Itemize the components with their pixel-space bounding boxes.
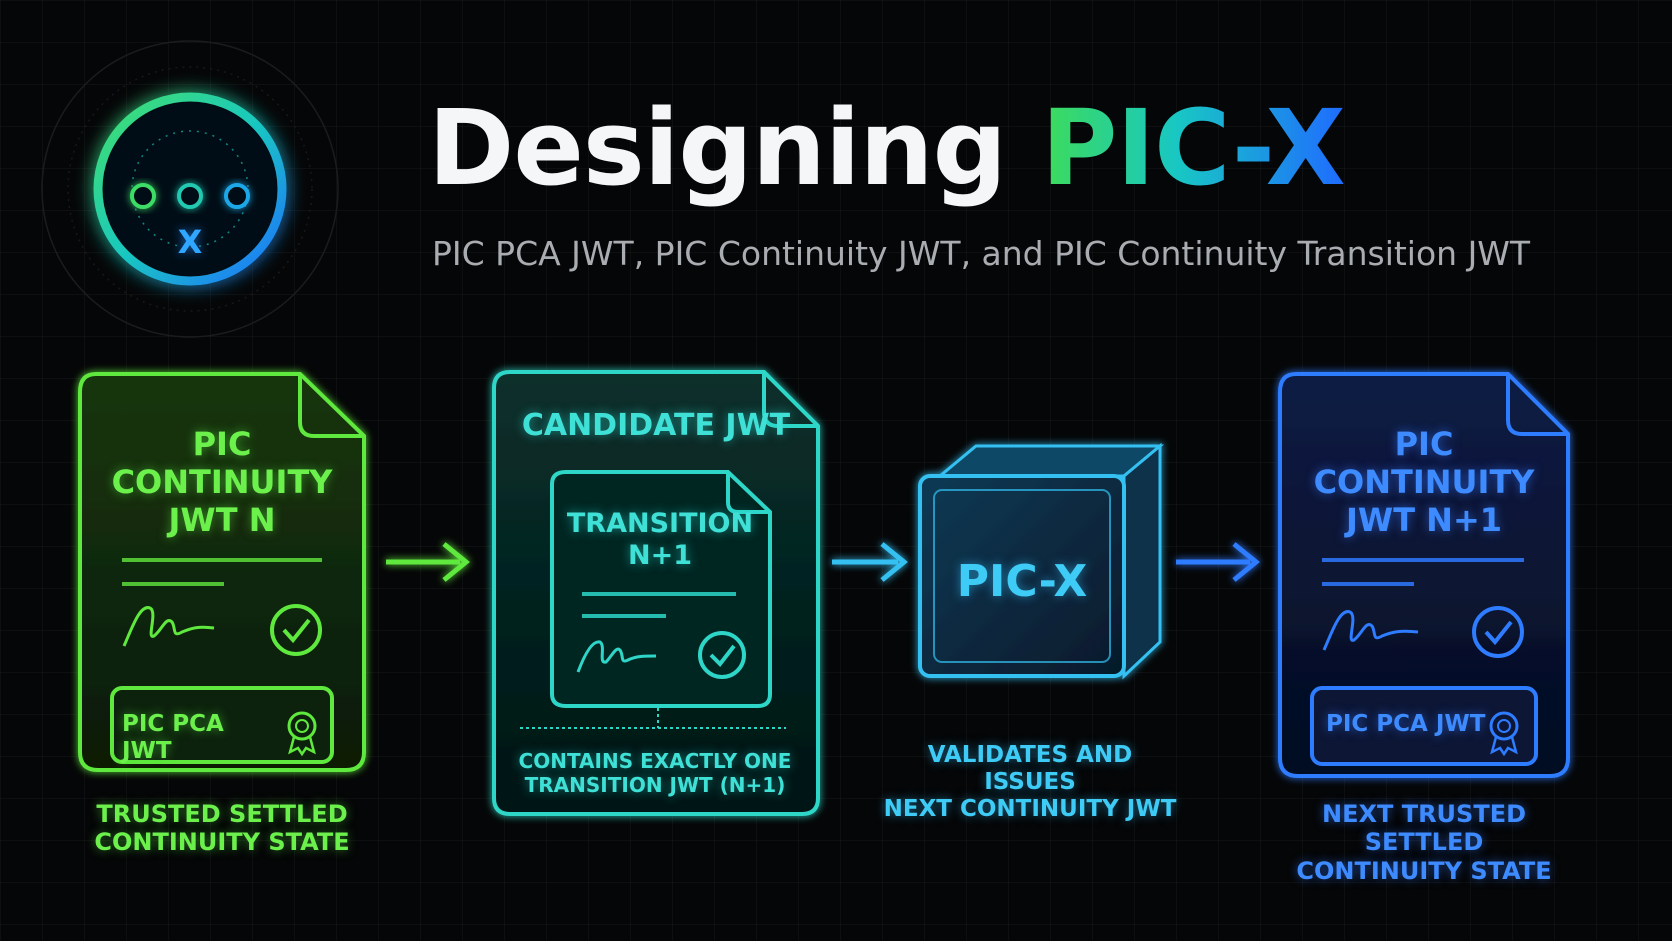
candidate-jwt-document bbox=[492, 370, 820, 816]
logo-mark: X bbox=[177, 223, 203, 261]
seal-icon bbox=[1489, 711, 1519, 757]
node-2-inner-title: TRANSITION N+1 bbox=[566, 508, 754, 571]
node-2-title: CANDIDATE JWT bbox=[521, 408, 791, 443]
node-3-caption: VALIDATES AND ISSUES NEXT CONTINUITY JWT bbox=[883, 742, 1177, 823]
pca-jwt-badge bbox=[110, 686, 334, 764]
page-title: Designing PIC-X bbox=[428, 96, 1346, 200]
logo bbox=[41, 40, 339, 338]
node-4-caption: NEXT TRUSTED SETTLED CONTINUITY STATE bbox=[1296, 800, 1552, 885]
node-1-badge-label: PIC PCA JWT bbox=[122, 711, 224, 765]
check-icon bbox=[270, 604, 322, 656]
check-icon bbox=[1472, 606, 1524, 658]
signature-icon bbox=[1322, 610, 1419, 651]
arrow-3-icon bbox=[1176, 542, 1260, 582]
node-3-label: PIC-X bbox=[956, 556, 1088, 607]
chain-nodes-icon bbox=[118, 183, 254, 209]
continuity-jwt-n-plus-1-document bbox=[1278, 372, 1570, 778]
page-subtitle: PIC PCA JWT, PIC Continuity JWT, and PIC… bbox=[432, 234, 1531, 273]
arrow-1-icon bbox=[386, 542, 470, 582]
node-1-caption: TRUSTED SETTLED CONTINUITY STATE bbox=[94, 800, 350, 857]
check-icon bbox=[698, 631, 746, 679]
node-4-badge-label: PIC PCA JWT bbox=[1326, 711, 1486, 737]
pca-jwt-badge bbox=[1310, 686, 1538, 766]
node-4-title: PIC CONTINUITY JWT N+1 bbox=[1313, 425, 1535, 539]
node-2-note: CONTAINS EXACTLY ONE TRANSITION JWT (N+1… bbox=[518, 749, 792, 797]
title-prefix: Designing bbox=[428, 87, 1007, 209]
title-highlight: PIC-X bbox=[1041, 87, 1345, 209]
arrow-2-icon bbox=[832, 542, 908, 582]
continuity-jwt-n-document bbox=[78, 372, 366, 772]
signature-icon bbox=[122, 606, 215, 647]
pic-x-cube bbox=[918, 442, 1165, 680]
node-1-title: PIC CONTINUITY JWT N bbox=[111, 425, 333, 539]
signature-icon bbox=[576, 640, 657, 673]
seal-icon bbox=[287, 711, 317, 757]
